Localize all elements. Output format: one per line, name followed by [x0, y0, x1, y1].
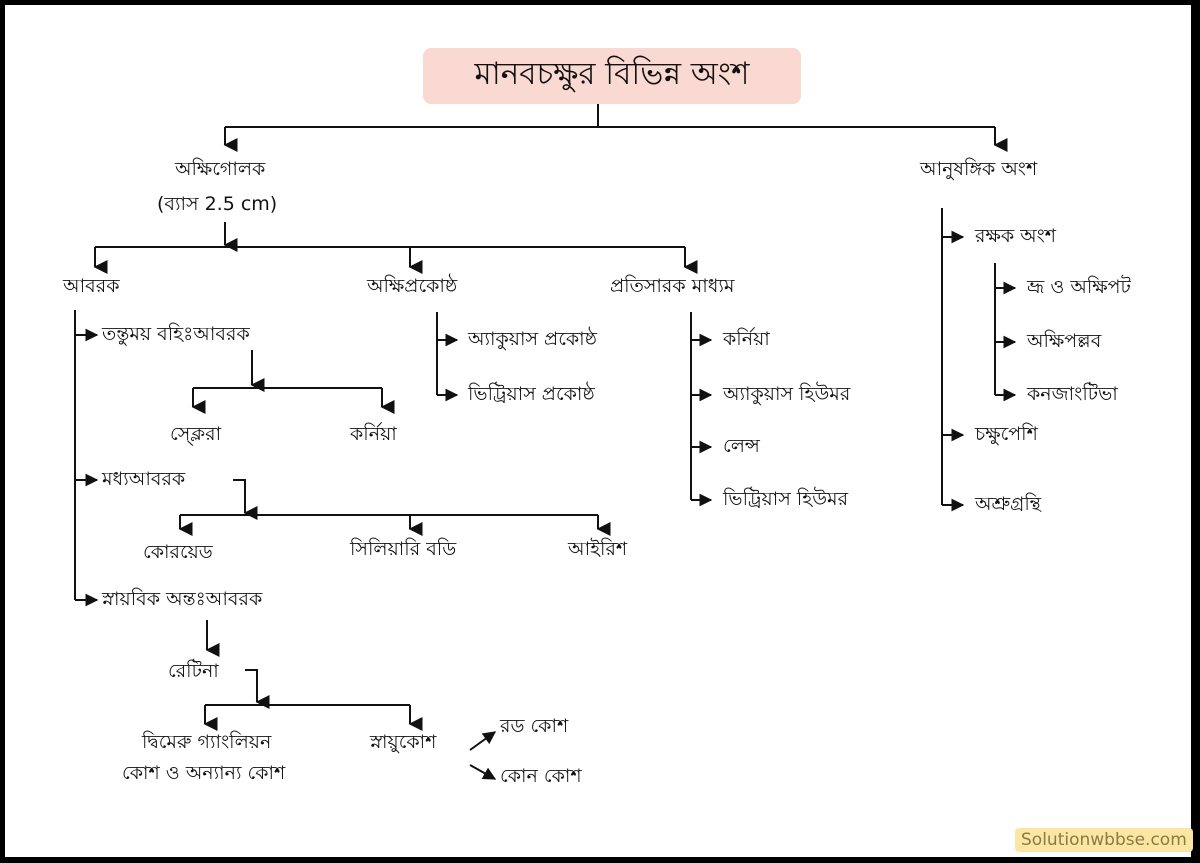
node-cornea-2: কর্নিয়া	[723, 328, 770, 350]
node-fibrous-outer: তন্তুময় বহিঃআবরক	[102, 323, 250, 345]
node-aqueous-chamber: অ্যাকুয়াস প্রকোষ্ঠ	[468, 328, 598, 350]
diagram-canvas: মানবচক্ষুর বিভিন্ন অংশ অক্ষিগোলক (ব্যাস …	[5, 5, 1193, 857]
node-bipolar-line1: দ্বিমেরু গ্যাংলিয়ন	[142, 731, 272, 753]
node-sclera: স্ক্লেরা	[170, 423, 222, 445]
node-eyeball: অক্ষিগোলক	[175, 158, 266, 180]
node-protective: রক্ষক অংশ	[975, 225, 1057, 247]
node-eyeball-size: (ব্যাস 2.5 cm)	[157, 193, 278, 215]
node-choroid: কোরয়েড	[143, 541, 213, 563]
node-vitreous-humor: ভিট্রিয়াস হিউমর	[723, 488, 849, 510]
node-nervous-inner: স্নায়বিক অন্তঃআবরক	[102, 588, 263, 610]
node-brow-lid: ভ্রূ ও অক্ষিপট	[1027, 276, 1131, 298]
node-eyelash: অক্ষিপল্লব	[1027, 330, 1102, 352]
node-middle-coat: মধ্যআবরক	[102, 468, 186, 490]
node-iris: আইরিশ	[568, 538, 628, 560]
node-retina: রেটিনা	[168, 660, 219, 682]
node-aqueous-humor: অ্যাকুয়াস হিউমর	[723, 383, 851, 405]
node-lens: লেন্স	[723, 435, 760, 457]
node-refractive: প্রতিসারক মাধ্যম	[610, 275, 735, 297]
diagram-title: মানবচক্ষুর বিভিন্ন অংশ	[423, 48, 801, 104]
node-photoreceptor: স্নায়ুকোশ	[370, 731, 437, 753]
node-conjunctiva: কনজাংটিভা	[1027, 383, 1118, 405]
node-cornea-1: কর্নিয়া	[350, 423, 397, 445]
node-coats: আবরক	[63, 275, 120, 297]
node-chambers: অক্ষিপ্রকোষ্ঠ	[367, 275, 458, 297]
node-accessory: আনুষঙ্গিক অংশ	[920, 158, 1038, 180]
node-ciliary-body: সিলিয়ারি বডি	[350, 538, 457, 560]
node-bipolar-line2: কোশ ও অন্যান্য কোশ	[122, 762, 286, 784]
node-lacrimal-gland: অশ্রুগ্রন্থি	[975, 493, 1041, 515]
node-eye-muscle: চক্ষুপেশি	[975, 423, 1038, 445]
title-text: মানবচক্ষুর বিভিন্ন অংশ	[474, 56, 750, 92]
watermark: Solutionwbbse.com	[1015, 828, 1193, 852]
node-cone-cell: কোন কোশ	[500, 765, 582, 787]
connector-lines	[74, 104, 1017, 780]
node-rod-cell: রড কোশ	[500, 715, 569, 737]
node-vitreous-chamber: ভিট্রিয়াস প্রকোষ্ঠ	[468, 383, 595, 405]
